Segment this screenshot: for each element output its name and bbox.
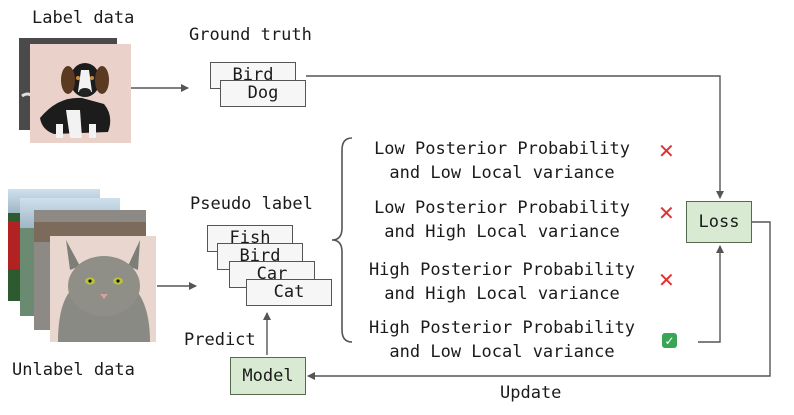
model-box: Model xyxy=(230,357,306,395)
condition-line: Low Posterior Probability xyxy=(374,139,630,159)
pseudo-label-title: Pseudo label xyxy=(190,194,313,214)
condition-line: Low Posterior Probability xyxy=(374,198,630,218)
condition-item: Low Posterior Probability and High Local… xyxy=(354,196,650,244)
arrow-update xyxy=(307,221,771,380)
loss-box: Loss xyxy=(686,201,752,243)
condition-line: High Posterior Probability xyxy=(368,260,636,280)
check-icon: ✓ xyxy=(662,333,677,348)
condition-line: and High Local variance xyxy=(384,284,620,304)
cross-icon: ✕ xyxy=(658,268,675,292)
condition-line: and Low Local variance xyxy=(389,342,615,362)
condition-item: High Posterior Probability and High Loca… xyxy=(354,258,650,306)
arrow-selected-to-loss xyxy=(698,245,724,343)
ground-truth-card: Dog xyxy=(220,80,306,107)
brace xyxy=(331,137,353,343)
unlabel-data-title: Unlabel data xyxy=(12,360,135,380)
update-label: Update xyxy=(500,383,562,403)
condition-item: Low Posterior Probability and Low Local … xyxy=(354,137,650,185)
condition-line: High Posterior Probability xyxy=(368,318,636,338)
condition-line: and High Local variance xyxy=(384,222,620,242)
arrow-ground-truth-to-loss xyxy=(306,75,724,199)
condition-item: High Posterior Probability and Low Local… xyxy=(354,316,650,364)
cross-icon: ✕ xyxy=(658,139,675,163)
cat-image xyxy=(50,236,156,342)
condition-line: and Low Local variance xyxy=(389,163,615,183)
label-data-title: Label data xyxy=(32,8,135,28)
predict-label: Predict xyxy=(184,330,256,350)
ground-truth-title: Ground truth xyxy=(189,25,312,45)
cross-icon: ✕ xyxy=(658,201,675,225)
pseudo-label-card: Cat xyxy=(246,279,332,306)
dog-image xyxy=(30,44,131,143)
